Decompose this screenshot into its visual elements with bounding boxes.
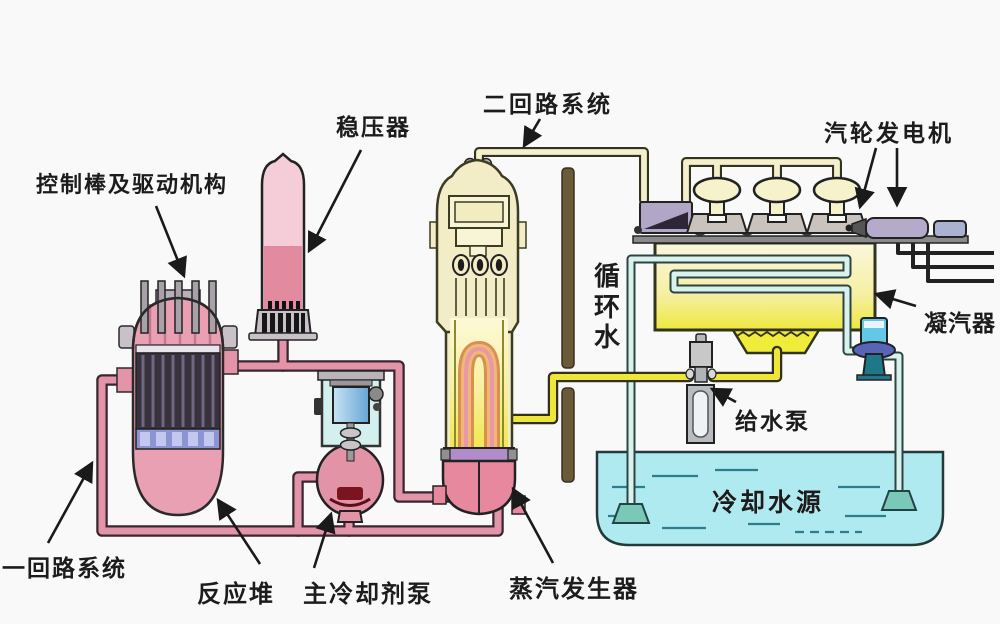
lp-turbines xyxy=(685,213,869,234)
feedwater-pump xyxy=(685,333,717,444)
circulating-water-pump xyxy=(852,317,896,381)
arrow-feedwater-pump xyxy=(709,387,737,407)
arrow-coolant-pump xyxy=(312,511,336,569)
arrow-pressurizer xyxy=(307,149,363,254)
cooling-water-pool xyxy=(595,450,945,547)
pressurizer-water-level xyxy=(264,246,302,310)
pressurizer-label: 稳压器 xyxy=(336,114,411,140)
pump-motor xyxy=(332,386,370,424)
circulating-water-label: 循环水 xyxy=(594,261,621,353)
sg-separators xyxy=(452,254,508,276)
sg-u-tube-bundle xyxy=(458,340,500,449)
exciter xyxy=(933,220,967,238)
arrow-secondary-loop xyxy=(522,118,543,149)
containment-wall xyxy=(561,167,575,483)
hp-turbine xyxy=(634,201,693,234)
arrow-primary-loop xyxy=(46,460,94,544)
feedwater-pump-motor xyxy=(689,341,713,368)
arrow-turbine xyxy=(854,147,878,210)
steam-generator-label: 蒸汽发生器 xyxy=(509,576,639,603)
moisture-separators xyxy=(692,176,862,216)
reactor-core xyxy=(135,352,221,430)
label-arrows xyxy=(46,118,917,569)
arrow-reactor xyxy=(216,497,262,565)
power-output-lines xyxy=(896,243,994,283)
condenser-label: 凝汽器 xyxy=(924,310,996,336)
arrow-condenser xyxy=(873,289,917,310)
intake-funnel-left xyxy=(611,503,651,524)
secondary-loop-label: 二回路系统 xyxy=(483,91,613,117)
discharge-funnel-right xyxy=(880,490,918,511)
feedwater-pump-label: 给水泵 xyxy=(735,408,810,434)
reactor-right-nozzle xyxy=(221,349,239,375)
generator xyxy=(845,217,967,239)
primary-loop-label: 一回路系统 xyxy=(2,555,127,581)
main-coolant-pump-label: 主冷却剂泵 xyxy=(303,581,433,608)
hotwell-water-line xyxy=(736,330,810,338)
reactor-vessel xyxy=(116,280,239,517)
turbine-generator-label: 汽轮发电机 xyxy=(824,120,954,146)
steam-generator xyxy=(429,157,527,516)
cooling-water-source-label: 冷却水源 xyxy=(712,489,825,517)
sg-tube-sheet xyxy=(443,447,515,462)
reactor-label: 反应堆 xyxy=(197,581,275,608)
control-rod-drives xyxy=(140,280,217,334)
arrow-steam-generator xyxy=(511,486,555,564)
pressurizer-vessel xyxy=(248,152,318,341)
sg-hot-leg-nozzle xyxy=(432,485,447,505)
control-rods-label: 控制棒及驱动机构 xyxy=(36,172,229,197)
reactor-left-nozzle xyxy=(116,367,134,393)
heater-stubs xyxy=(268,301,300,310)
turbine-deck xyxy=(632,235,969,244)
main-coolant-pump xyxy=(314,370,385,523)
pump-gear xyxy=(368,386,384,402)
feedwater-pipes xyxy=(508,345,783,425)
sg-plates xyxy=(455,278,505,316)
arrow-control-rods xyxy=(154,205,187,279)
